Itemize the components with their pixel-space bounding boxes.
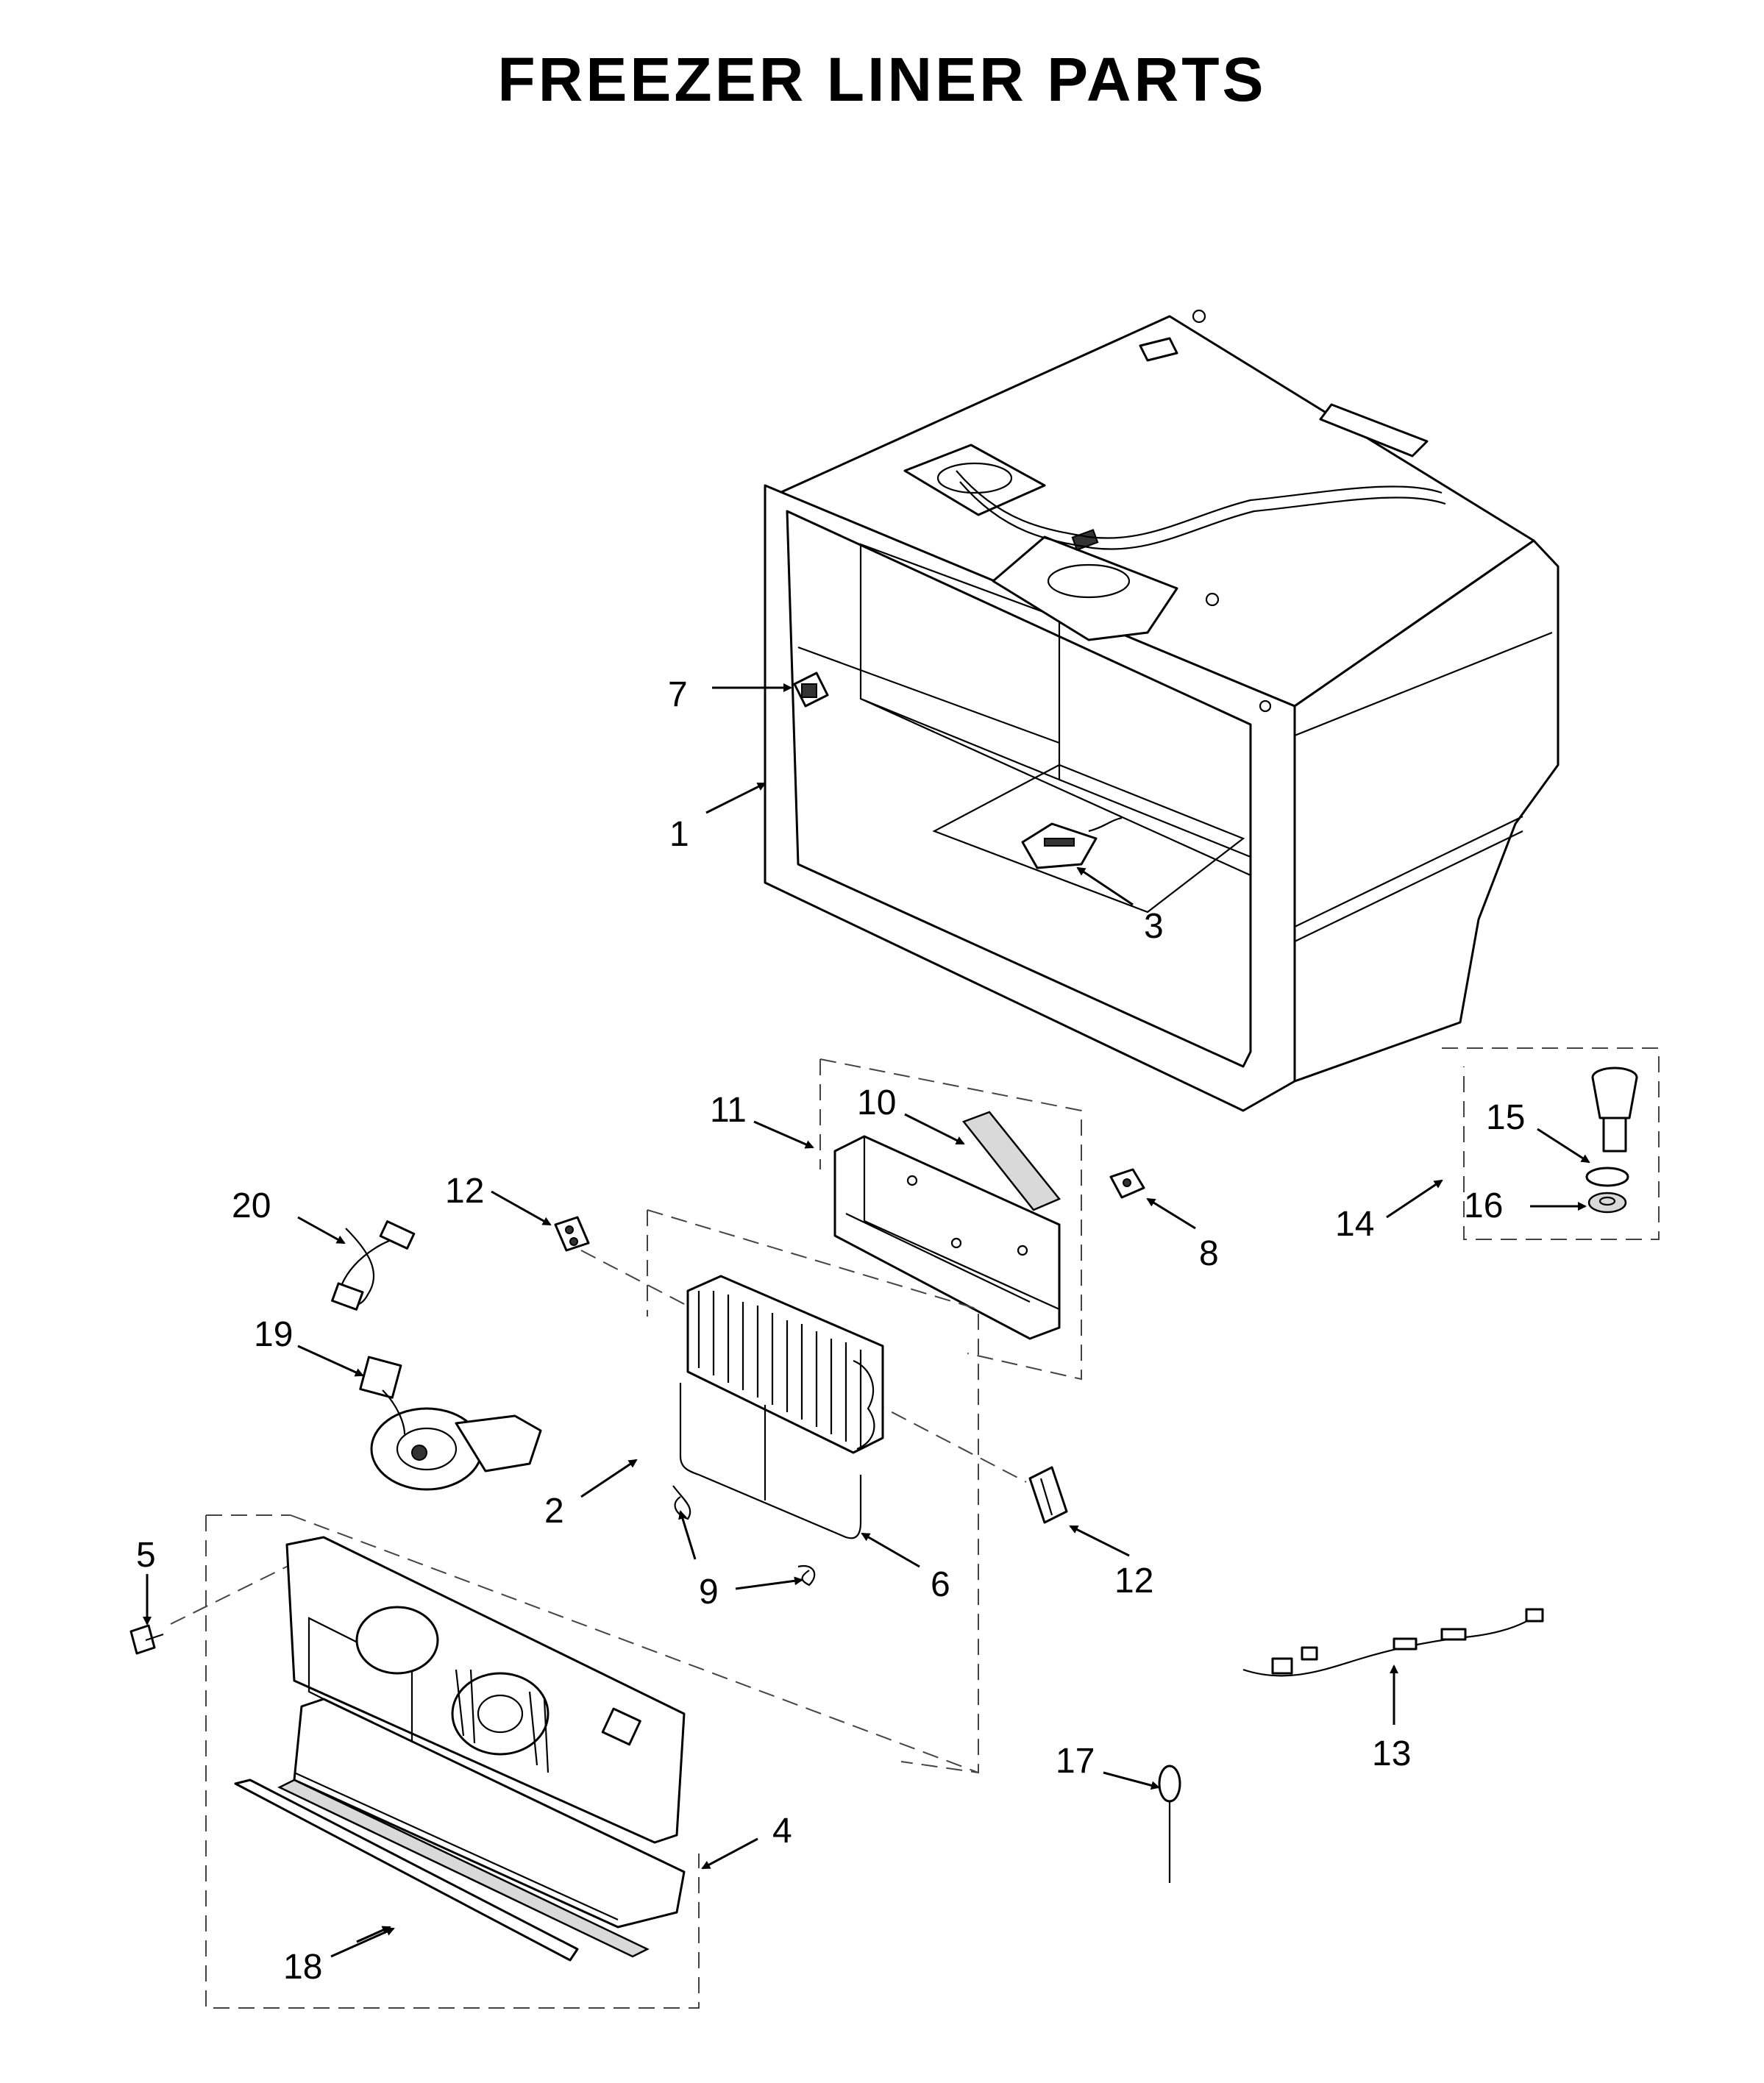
fan-motor-part-19 xyxy=(359,1356,542,1491)
bracket-part-12-lower xyxy=(1028,1466,1068,1524)
callout-6: 6 xyxy=(931,1565,950,1604)
damper-part-3 xyxy=(1021,816,1123,869)
callout-5: 5 xyxy=(136,1536,156,1575)
screw-part-5 xyxy=(129,1624,164,1655)
callout-labels: 7 1 3 11 10 8 12 12 20 19 2 5 9 6 4 18 1… xyxy=(136,675,1525,1987)
wire-harness-part-13 xyxy=(1242,1608,1544,1677)
callout-18: 18 xyxy=(283,1948,322,1987)
evaporator-assembly-box-2 xyxy=(580,1209,1027,1774)
switch-part-7 xyxy=(793,672,829,708)
callout-3: 3 xyxy=(1144,907,1164,946)
callout-2: 2 xyxy=(544,1492,564,1531)
thermistor-part-17 xyxy=(1158,1765,1181,1883)
callout-14: 14 xyxy=(1335,1205,1374,1244)
callout-13: 13 xyxy=(1372,1734,1411,1773)
callout-4: 4 xyxy=(772,1812,792,1851)
freezer-liner-part-1 xyxy=(764,309,1559,1112)
assembly-box-11 xyxy=(819,1058,1082,1381)
callout-11: 11 xyxy=(710,1091,747,1130)
diagram-title: FREEZER LINER PARTS xyxy=(497,45,1267,114)
callout-1: 1 xyxy=(669,815,689,854)
callout-9: 9 xyxy=(699,1573,719,1612)
leader-arrows xyxy=(143,683,1590,1958)
drain-assembly-box-14 xyxy=(1442,1047,1660,1240)
callout-19: 19 xyxy=(254,1315,293,1354)
bracket-part-12-upper xyxy=(554,1216,590,1252)
callout-7: 7 xyxy=(668,675,688,714)
gasket-part-18 xyxy=(234,1778,579,1962)
callout-15: 15 xyxy=(1486,1098,1525,1137)
callout-20: 20 xyxy=(232,1186,271,1225)
connector-part-8 xyxy=(1109,1168,1145,1199)
wire-harness-part-20 xyxy=(331,1220,416,1311)
callout-10: 10 xyxy=(857,1083,896,1122)
callout-17: 17 xyxy=(1056,1742,1095,1781)
callout-12-upper: 12 xyxy=(445,1172,484,1211)
callout-16: 16 xyxy=(1464,1186,1503,1225)
callout-12-lower: 12 xyxy=(1114,1562,1153,1600)
rear-panel-box-4 xyxy=(170,1514,979,2009)
callout-8: 8 xyxy=(1199,1234,1219,1273)
